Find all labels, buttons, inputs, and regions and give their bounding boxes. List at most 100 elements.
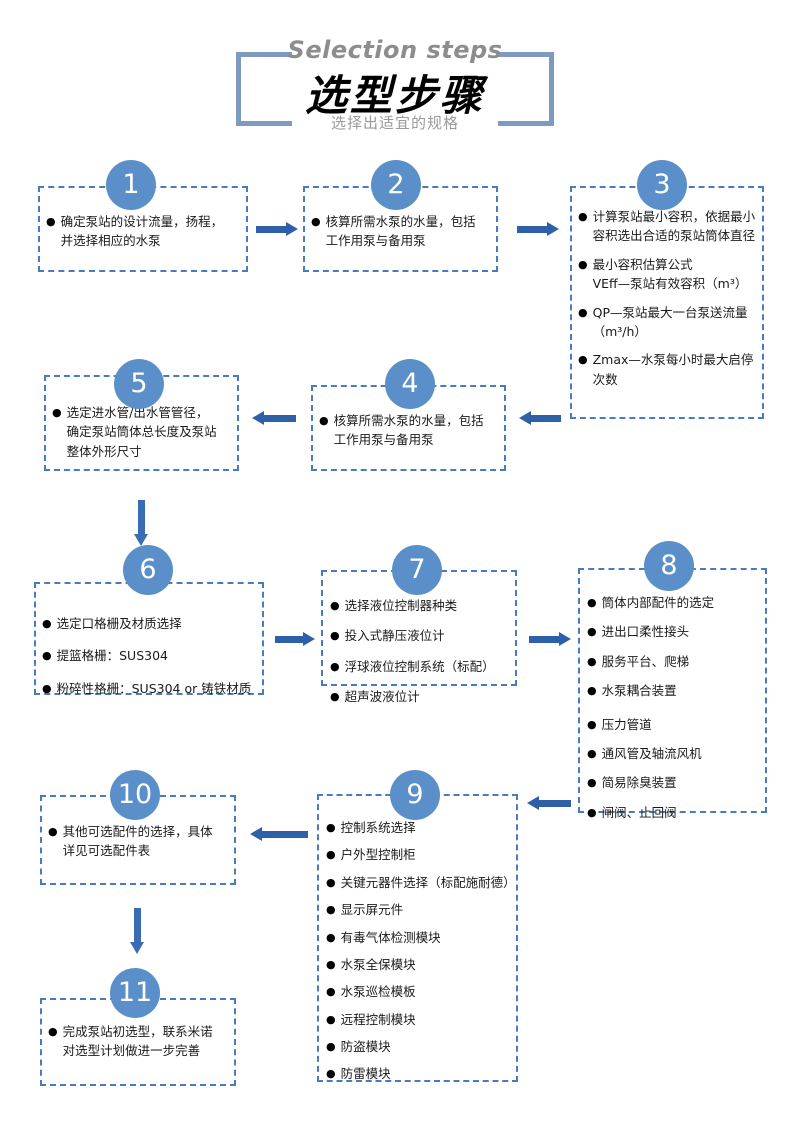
bullet-text: 有毒气体检测模块 xyxy=(340,929,441,945)
bullet-text: 浮球液位控制系统（标配） xyxy=(344,658,495,674)
arrow-step7-to-step8-icon xyxy=(529,632,571,646)
bullet-dot-icon: ● xyxy=(578,305,588,319)
bullet-item: ● 户外型控制柜 xyxy=(326,845,516,864)
step-content-3: ● 计算泵站最小容积，依据最小 容积选出合适的泵站筒体直径 ● 最小容积估算公式… xyxy=(578,207,760,389)
arrow-step6-to-step7-icon xyxy=(275,632,315,646)
bullet-text: 户外型控制柜 xyxy=(340,847,416,863)
bullet-item: ● 远程控制模块 xyxy=(326,1010,516,1029)
bullet-item: ● 投入式静压液位计 xyxy=(330,626,514,645)
step-box-8 xyxy=(578,568,767,813)
bullet-item: ● 浮球液位控制系统（标配） xyxy=(330,657,514,676)
bullet-item: ● 粉碎性格栅：SUS304 or 铸铁材质 xyxy=(42,679,260,698)
bullet-dot-icon: ● xyxy=(311,215,321,228)
bullet-text: 水泵耦合装置 xyxy=(601,683,677,699)
bullet-text: 通风管及轴流风机 xyxy=(601,745,702,761)
bullet-dot-icon: ● xyxy=(319,414,329,427)
step-content-8: ● 筒体内部配件的选定 ● 进出口柔性接头 ● 服务平台、爬梯 ● 水泵耦合装置… xyxy=(587,593,765,822)
bullet-item: ● 核算所需水泵的水量，包括 工作用泵与备用泵 xyxy=(319,411,501,450)
bullet-item: ● 简易除臭装置 xyxy=(587,773,765,792)
bullet-text: 计算泵站最小容积，依据最小 容积选出合适的泵站筒体直径 xyxy=(592,209,756,244)
bullet-item: ● 防雷模块 xyxy=(326,1064,516,1083)
step-content-1: ● 确定泵站的设计流量，扬程， 并选择相应的水泵 xyxy=(46,212,242,251)
bullet-text: 选定进水管/出水管管径， 确定泵站筒体总长度及泵站 整体外形尺寸 xyxy=(66,405,217,459)
arrow-step9-to-step10-icon xyxy=(250,827,308,841)
bullet-dot-icon: ● xyxy=(48,825,58,838)
bullet-text: 水泵巡检模板 xyxy=(340,984,416,1000)
bullet-text: 水泵全保模块 xyxy=(340,956,416,972)
bullet-dot-icon: ● xyxy=(48,1025,58,1038)
bullet-dot-icon: ● xyxy=(587,684,597,698)
bullet-text: 筒体内部配件的选定 xyxy=(601,595,715,610)
step-number-8: 8 xyxy=(644,541,694,591)
bullet-dot-icon: ● xyxy=(330,629,340,643)
bullet-dot-icon: ● xyxy=(46,215,56,228)
bullet-dot-icon: ● xyxy=(578,210,588,223)
header-subtitle: 选择出适宜的规格 xyxy=(330,114,459,132)
step-content-4: ● 核算所需水泵的水量，包括 工作用泵与备用泵 xyxy=(319,411,501,450)
bullet-text: 进出口柔性接头 xyxy=(601,624,690,640)
step-box-3 xyxy=(570,186,764,419)
step-content-10: ● 其他可选配件的选择，具体 详见可选配件表 xyxy=(48,822,232,861)
bullet-item: ● 闸阀、止回阀 xyxy=(587,803,765,822)
step-number-6: 6 xyxy=(123,545,173,595)
bullet-item: ● 选择液位控制器种类 xyxy=(330,596,514,615)
bullet-dot-icon: ● xyxy=(587,746,597,760)
bullet-text: 控制系统选择 xyxy=(340,820,416,835)
header-bracket-right-icon xyxy=(498,52,554,126)
bullet-item: ● 压力管道 xyxy=(587,715,765,734)
bullet-dot-icon: ● xyxy=(578,257,588,271)
bullet-item: ● 控制系统选择 xyxy=(326,818,516,837)
bullet-text: 核算所需水泵的水量，包括 工作用泵与备用泵 xyxy=(333,413,484,448)
bullet-dot-icon: ● xyxy=(330,599,340,612)
bullet-text: 确定泵站的设计流量，扬程， 并选择相应的水泵 xyxy=(60,214,224,249)
bullet-dot-icon: ● xyxy=(587,654,597,668)
bullet-dot-icon: ● xyxy=(326,1040,336,1053)
bullet-text: 防盗模块 xyxy=(340,1039,391,1054)
bullet-dot-icon: ● xyxy=(326,821,336,834)
bullet-text: 简易除臭装置 xyxy=(601,775,677,791)
bullet-item: ● 确定泵站的设计流量，扬程， 并选择相应的水泵 xyxy=(46,212,242,251)
bullet-text: 提篮格栅：SUS304 xyxy=(56,648,168,664)
bullet-dot-icon: ● xyxy=(587,776,597,790)
bullet-item: ● 核算所需水泵的水量，包括 工作用泵与备用泵 xyxy=(311,212,493,251)
step-box-9 xyxy=(317,794,518,1082)
bullet-text: 超声波液位计 xyxy=(344,689,420,705)
bullet-item: ● 防盗模块 xyxy=(326,1037,516,1056)
bullet-text: 显示屏元件 xyxy=(340,902,404,918)
bullet-dot-icon: ● xyxy=(330,659,340,673)
header-eyebrow: Selection steps xyxy=(287,36,503,64)
bullet-dot-icon: ● xyxy=(587,625,597,639)
step-box-6 xyxy=(34,582,264,695)
step-number-1: 1 xyxy=(106,160,156,210)
bullet-item: ● 服务平台、爬梯 xyxy=(587,652,765,671)
step-content-7: ● 选择液位控制器种类 ● 投入式静压液位计 ● 浮球液位控制系统（标配） ● … xyxy=(330,596,514,707)
bullet-text: 选定口格栅及材质选择 xyxy=(56,616,182,631)
bullet-item: ● Zmax—水泵每小时最大启停 次数 xyxy=(578,350,760,389)
arrow-step3-to-step4-icon xyxy=(519,411,561,425)
bullet-dot-icon: ● xyxy=(326,930,336,944)
bullet-text: 压力管道 xyxy=(601,716,652,732)
arrow-step10-to-step11-icon xyxy=(130,908,144,954)
bullet-item: ● 通风管及轴流风机 xyxy=(587,744,765,763)
bullet-text: 最小容积估算公式 VEff—泵站有效容积（m³） xyxy=(592,256,748,292)
step-content-6: ● 选定口格栅及材质选择 ● 提篮格栅：SUS304 ● 粉碎性格栅：SUS30… xyxy=(42,614,260,698)
bullet-item: ● 进出口柔性接头 xyxy=(587,622,765,641)
bullet-dot-icon: ● xyxy=(587,596,597,609)
bullet-dot-icon: ● xyxy=(52,406,62,419)
bullet-text: QP—泵站最大一台泵送流量 （m³/h） xyxy=(592,304,748,339)
bullet-text: 关键元器件选择（标配施耐德） xyxy=(340,874,516,890)
bullet-item: ● 选定口格栅及材质选择 xyxy=(42,614,260,633)
bullet-item: ● 其他可选配件的选择，具体 详见可选配件表 xyxy=(48,822,232,861)
bullet-dot-icon: ● xyxy=(326,875,336,889)
step-number-5: 5 xyxy=(114,359,164,409)
bullet-dot-icon: ● xyxy=(326,1067,336,1081)
bullet-text: 其他可选配件的选择，具体 详见可选配件表 xyxy=(62,824,213,859)
bullet-text: 防雷模块 xyxy=(340,1066,391,1082)
bullet-dot-icon: ● xyxy=(42,617,52,630)
arrow-step2-to-step3-icon xyxy=(517,222,559,236)
bullet-dot-icon: ● xyxy=(326,957,336,971)
bullet-dot-icon: ● xyxy=(42,649,52,663)
step-content-2: ● 核算所需水泵的水量，包括 工作用泵与备用泵 xyxy=(311,212,493,251)
bullet-text: 远程控制模块 xyxy=(340,1011,416,1027)
step-content-11: ● 完成泵站初选型，联系米诺 对选型计划做进一步完善 xyxy=(48,1022,232,1061)
